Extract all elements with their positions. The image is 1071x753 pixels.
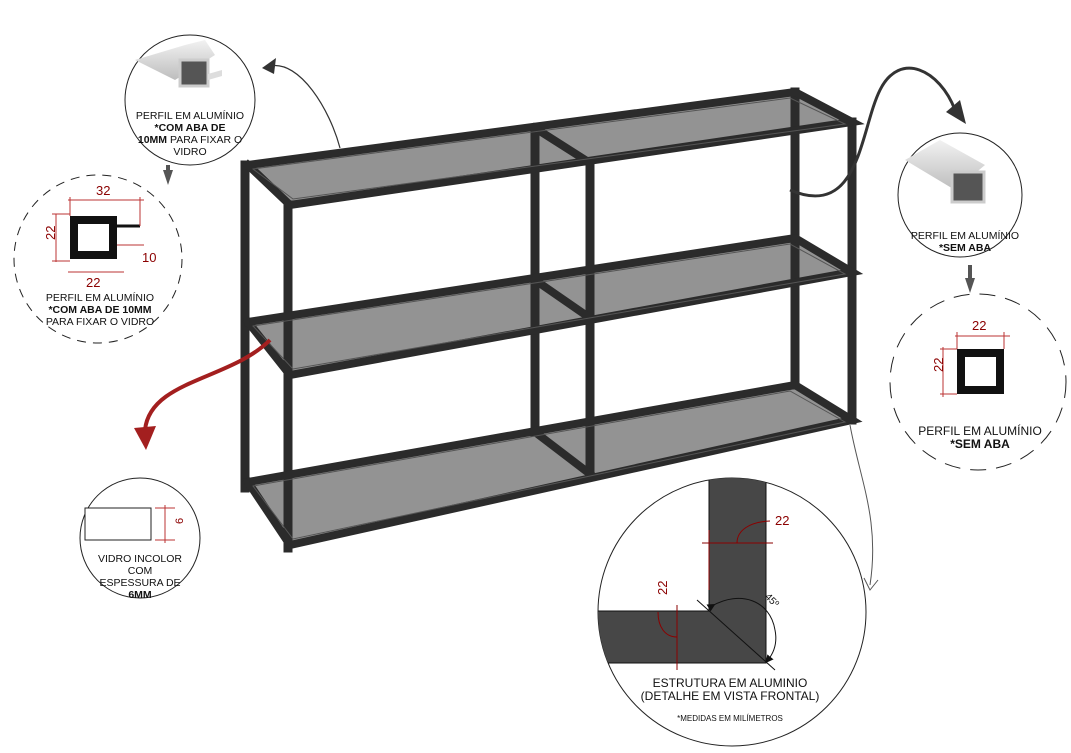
noflange-profile-section: 22 22 (889, 293, 1067, 471)
dim-22-width: 22 (972, 318, 986, 333)
dim-22-width: 22 (86, 275, 100, 290)
dim-22-height: 22 (43, 226, 58, 240)
flange-profile-bubble (124, 34, 256, 166)
arrow-to-corner-detail (849, 424, 874, 586)
units-note: *MEDIDAS EM MILÍMETROS (677, 714, 783, 723)
dim-10: 10 (142, 250, 156, 265)
glass-shelves (246, 91, 854, 546)
svg-text:22: 22 (775, 513, 789, 528)
glass-detail: 6 (79, 477, 201, 599)
arrow-to-flange-profile (269, 65, 341, 149)
dim-32: 32 (96, 183, 110, 198)
flange-section-label: PERFIL EM ALUMÍNIO *COM ABA DE 10MM PARA… (45, 292, 155, 328)
noflange-profile-label: PERFIL EM ALUMÍNIO *SEM ABA (910, 230, 1020, 254)
arrow-to-glass-detail (143, 338, 272, 431)
flange-profile-label: PERFIL EM ALUMÍNIO *COM ABA DE 10MM PARA… (135, 110, 245, 158)
svg-text:6: 6 (174, 518, 186, 524)
aluminium-frame (240, 87, 865, 553)
dim-22-height: 22 (931, 358, 946, 372)
noflange-profile-bubble (897, 132, 1023, 258)
corner-label: ESTRUTURA EM ALUMINIO (DETALHE EM VISTA … (620, 677, 840, 725)
arrow-to-noflange-profile (789, 66, 957, 198)
arrow-head (262, 58, 276, 74)
noflange-section-label: PERFIL EM ALUMÍNIO *SEM ABA (918, 424, 1042, 451)
corner-detail: 22 22 45º (597, 477, 867, 747)
glass-label: VIDRO INCOLOR COM ESPESSURA DE 6MM (97, 553, 182, 601)
svg-text:22: 22 (655, 581, 670, 595)
flange-profile-section: 32 22 22 10 (13, 174, 183, 344)
glass-top (246, 91, 854, 206)
